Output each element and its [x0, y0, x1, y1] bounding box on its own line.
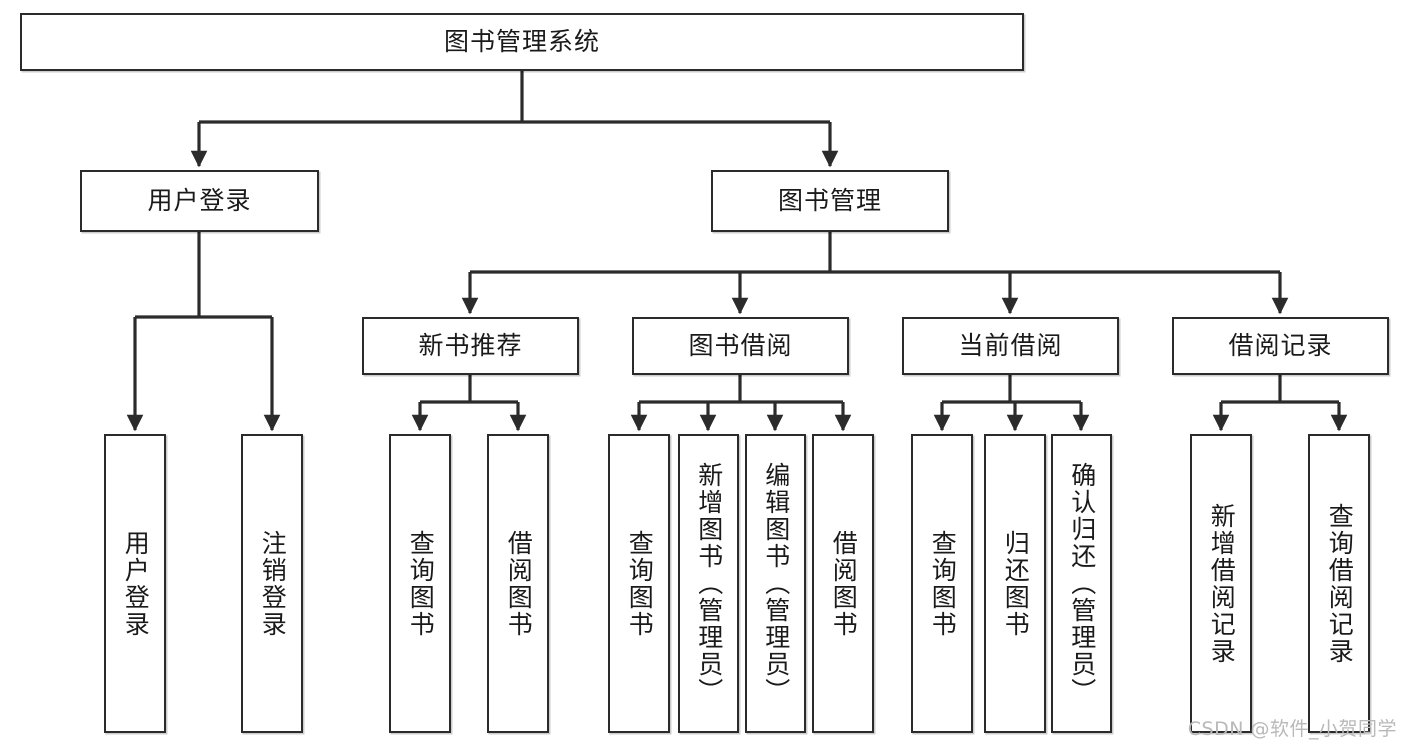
node-leaf-label: 注销登录: [258, 529, 288, 638]
node-leaf[interactable]: 新增借阅记录: [1190, 434, 1252, 733]
node-leaf-label: 新增图书（管理员）: [694, 462, 724, 705]
node-leaf-label: 归还图书: [1001, 529, 1031, 638]
node-leaf[interactable]: 借阅图书: [487, 434, 549, 733]
node-borrow-record[interactable]: 借阅记录: [1172, 317, 1389, 375]
node-leaf[interactable]: 用户登录: [104, 434, 166, 733]
node-leaf-label: 编辑图书（管理员）: [761, 462, 791, 705]
node-leaf-label: 查询借阅记录: [1325, 502, 1355, 665]
node-root-label: 图书管理系统: [443, 27, 600, 57]
node-new-book-recommend[interactable]: 新书推荐: [362, 317, 579, 375]
node-user-login-label: 用户登录: [147, 186, 252, 216]
node-leaf[interactable]: 查询图书: [911, 434, 973, 733]
node-root-system[interactable]: 图书管理系统: [20, 13, 1024, 71]
node-user-login[interactable]: 用户登录: [80, 170, 319, 232]
node-leaf[interactable]: 借阅图书: [812, 434, 874, 733]
node-leaf-label: 用户登录: [121, 529, 151, 638]
node-leaf-label: 确认归还（管理员）: [1067, 462, 1097, 705]
node-book-management[interactable]: 图书管理: [711, 170, 949, 232]
node-leaf[interactable]: 注销登录: [241, 434, 303, 733]
node-leaf[interactable]: 查询借阅记录: [1308, 434, 1370, 733]
node-current-borrow-label: 当前借阅: [958, 331, 1063, 361]
node-leaf[interactable]: 确认归还（管理员）: [1051, 434, 1112, 733]
node-book-borrow-label: 图书借阅: [688, 331, 793, 361]
node-leaf-label: 查询图书: [625, 529, 655, 638]
node-leaf-label: 新增借阅记录: [1207, 502, 1237, 665]
node-book-management-label: 图书管理: [777, 186, 882, 216]
node-leaf-label: 查询图书: [406, 529, 436, 638]
node-leaf-label: 查询图书: [928, 529, 958, 638]
node-leaf[interactable]: 编辑图书（管理员）: [745, 434, 806, 733]
node-leaf-label: 借阅图书: [504, 529, 534, 638]
node-current-borrow[interactable]: 当前借阅: [902, 317, 1119, 375]
node-leaf[interactable]: 查询图书: [389, 434, 451, 733]
node-leaf[interactable]: 新增图书（管理员）: [678, 434, 739, 733]
node-book-borrow[interactable]: 图书借阅: [632, 317, 849, 375]
node-leaf[interactable]: 归还图书: [984, 434, 1046, 733]
node-leaf[interactable]: 查询图书: [608, 434, 670, 733]
node-borrow-record-label: 借阅记录: [1228, 331, 1333, 361]
node-new-book-recommend-label: 新书推荐: [418, 331, 523, 361]
node-leaf-label: 借阅图书: [829, 529, 859, 638]
